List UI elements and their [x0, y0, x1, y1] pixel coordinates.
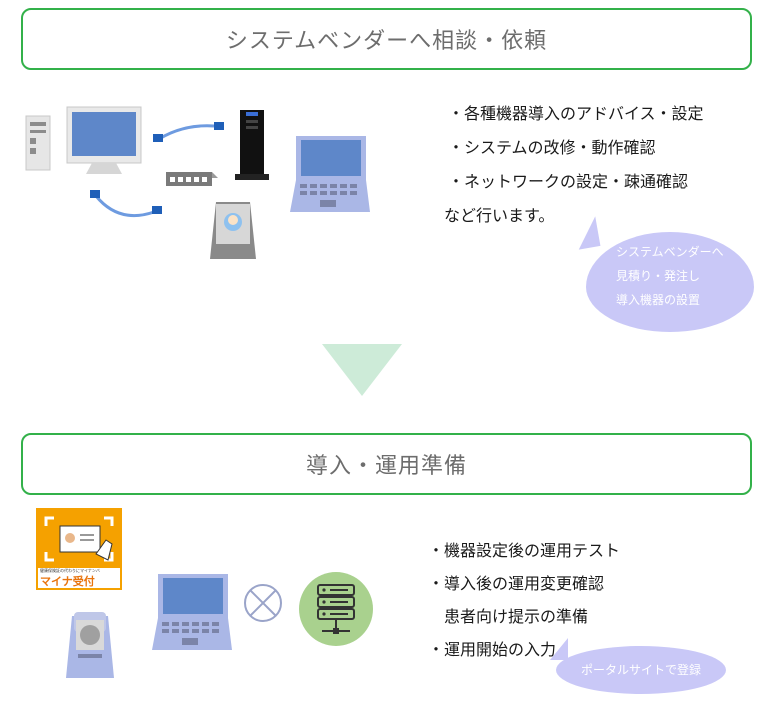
step2-title: 導入・運用準備	[305, 454, 467, 479]
list-item: 患者向け提示の準備	[444, 607, 589, 626]
connection-symbol-icon	[244, 584, 282, 622]
monitor-icon	[66, 106, 142, 174]
card-reader-terminal-icon	[66, 612, 114, 678]
list-item: ・機器設定後の運用テスト	[428, 541, 621, 560]
step1-speech-bubble: システムベンダーへ 見積り・発注し 導入機器の設置	[573, 216, 754, 332]
list-item: ・運用開始の入力	[428, 640, 557, 659]
lan-cable-icon	[90, 190, 162, 218]
bubble-tail	[550, 638, 568, 660]
bubble-line: ポータルサイトで登録	[580, 663, 701, 677]
sign-top-text: 健康保険証の代わりにマイナンバーカードで	[40, 568, 100, 573]
desktop-tower-icon	[25, 115, 51, 171]
list-item: ・導入後の運用変更確認	[428, 574, 605, 593]
list-item: ・各種機器導入のアドバイス・設定	[448, 104, 704, 123]
step1-task-list: ・各種機器導入のアドバイス・設定 ・システムの改修・動作確認 ・ネットワークの設…	[444, 100, 748, 230]
bubble-line: システムベンダーへ	[616, 245, 724, 259]
sign-main-text: マイナ受付	[40, 575, 95, 588]
server-icon	[299, 572, 373, 646]
laptop-icon	[152, 574, 232, 650]
mynumber-reception-sign: 健康保険証の代わりにマイナンバーカードで マイナ受付	[36, 508, 122, 590]
bubble-line: 導入機器の設置	[616, 293, 701, 307]
list-item: ・システムの改修・動作確認	[448, 138, 656, 157]
step2-title-box: 導入・運用準備	[21, 433, 752, 495]
step2-speech-bubble: ポータルサイトで登録	[550, 638, 726, 694]
step1-title-box: システムベンダーへ相談・依頼	[21, 8, 752, 70]
laptop-icon	[290, 136, 370, 212]
bubble-line: 見積り・発注し	[616, 269, 701, 283]
network-hub-icon	[166, 172, 218, 186]
step2-task-list: ・機器設定後の運用テスト ・導入後の運用変更確認 患者向け提示の準備 ・運用開始…	[428, 537, 728, 667]
step1-title: システムベンダーへ相談・依頼	[225, 29, 548, 54]
step1-illustrations	[25, 106, 269, 259]
sign-label-panel: 健康保険証の代わりにマイナンバーカードで マイナ受付	[38, 568, 120, 588]
list-item: ・ネットワークの設定・疎通確認	[448, 172, 689, 191]
lan-cable-icon	[153, 122, 224, 142]
card-hand-icon	[44, 516, 114, 562]
flow-down-arrow	[322, 344, 402, 396]
server-tower-icon	[235, 110, 269, 180]
face-recognition-reader-icon	[210, 202, 256, 259]
list-item: など行います。	[444, 206, 555, 225]
